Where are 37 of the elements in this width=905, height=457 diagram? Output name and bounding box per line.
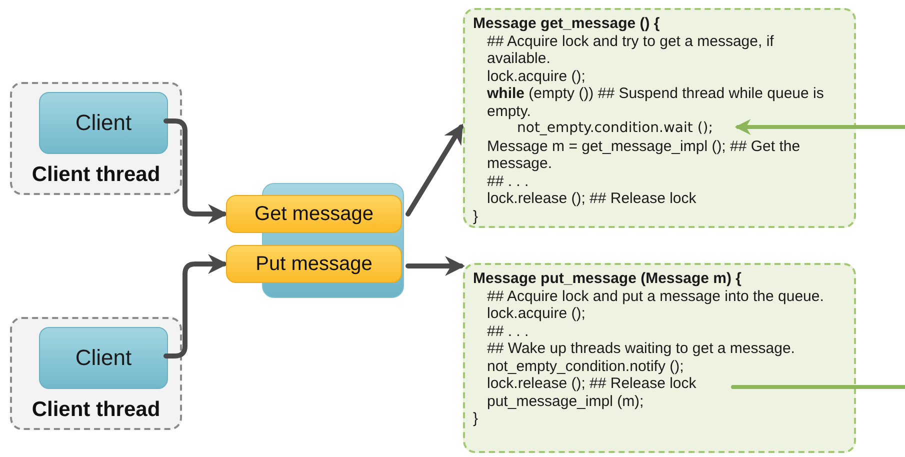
arrow bbox=[164, 254, 228, 358]
operation-label: Get message bbox=[254, 202, 374, 226]
code-box bbox=[463, 8, 856, 228]
code-line: Message m = get_message_impl (); ## Get the message. bbox=[486, 138, 802, 172]
code-line: not_empty_condition.notify (); bbox=[486, 358, 684, 375]
arrow bbox=[406, 124, 464, 216]
code-line: ## Wake up threads waiting to get a message. bbox=[486, 340, 795, 358]
code-line: Message put_message (Message m) { bbox=[473, 270, 742, 288]
group-label: Client thread bbox=[30, 398, 162, 422]
group-label: Client thread bbox=[30, 163, 162, 187]
thread-group-box bbox=[10, 317, 182, 430]
code-line: ## . . . bbox=[486, 172, 529, 190]
code-line: lock.release (); ## Release lock bbox=[486, 190, 696, 208]
code-line: } bbox=[473, 410, 478, 428]
operation-box bbox=[226, 195, 402, 233]
code-line: lock.release (); ## Release lock bbox=[486, 375, 696, 392]
thread-group-box bbox=[10, 82, 182, 195]
operation-box bbox=[226, 245, 402, 283]
code-line: not_empty.condition.wait (); bbox=[516, 120, 713, 138]
arrow bbox=[164, 118, 228, 224]
code-line: } bbox=[473, 208, 478, 225]
code-line: lock.acquire (); bbox=[486, 305, 586, 322]
client-label: Client bbox=[75, 345, 132, 371]
code-line: Message get_message () { bbox=[473, 15, 660, 32]
code-line: put_message_impl (m); bbox=[486, 392, 644, 410]
client-box bbox=[39, 92, 168, 154]
code-line: ## . . . bbox=[486, 322, 529, 340]
code-line: while (empty ()) ## Suspend thread while queue is empty. bbox=[486, 85, 825, 120]
client-label: Client bbox=[75, 110, 132, 136]
arrow bbox=[406, 256, 465, 276]
operation-label: Put message bbox=[256, 252, 372, 276]
code-line: lock.acquire (); bbox=[486, 68, 586, 85]
client-box bbox=[39, 327, 168, 389]
code-line: ## Acquire lock and put a message into the queue. bbox=[486, 288, 824, 305]
code-box bbox=[463, 263, 856, 453]
code-line: ## Acquire lock and try to get a message, if available. bbox=[486, 32, 775, 68]
arrow bbox=[734, 119, 905, 135]
